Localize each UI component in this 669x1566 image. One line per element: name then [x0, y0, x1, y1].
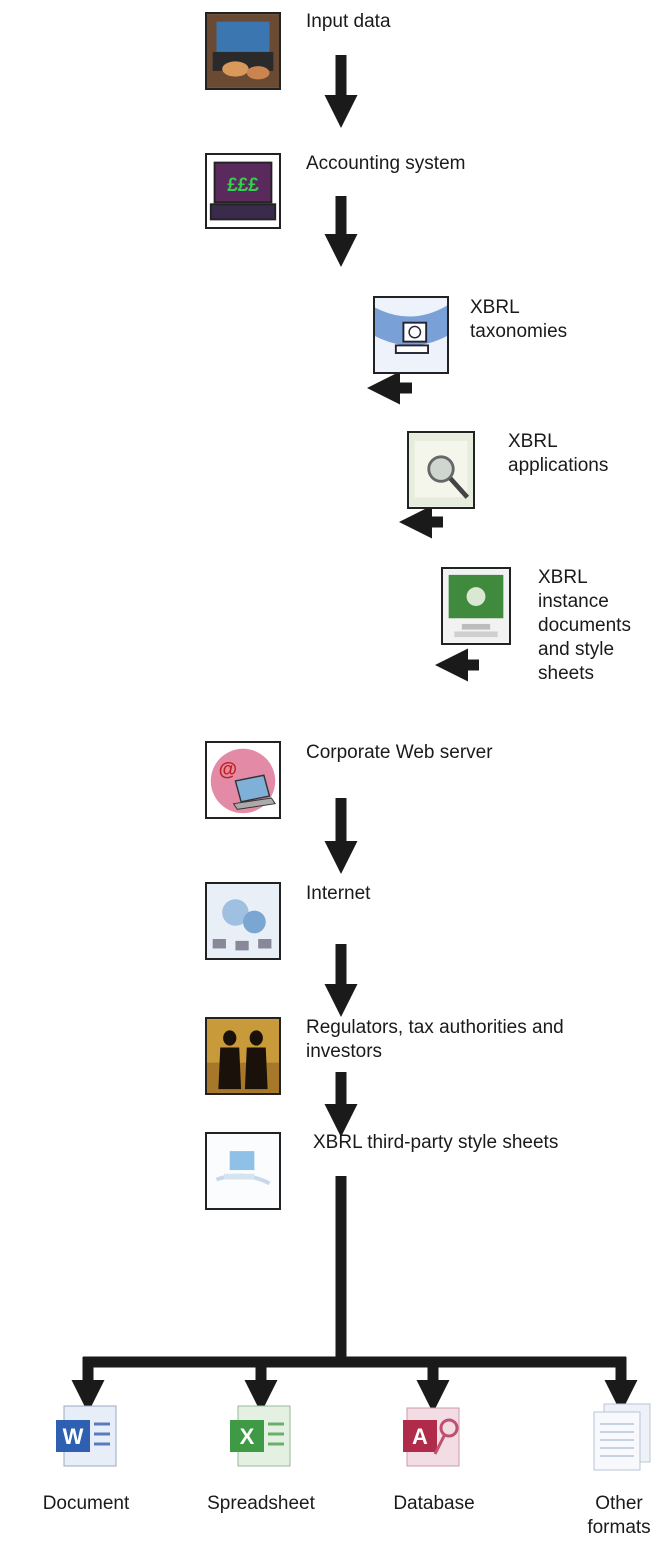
computer-icon: [205, 1132, 281, 1210]
documents-icon: [584, 1398, 660, 1474]
monitor-icon: [441, 567, 511, 645]
svg-text:X: X: [240, 1424, 255, 1449]
step-instance-label: XBRL instance documents and style sheets: [538, 567, 631, 684]
step-accounting-label: Accounting system: [306, 153, 466, 174]
svg-text:A: A: [412, 1424, 428, 1449]
magnifier-icon: [407, 431, 475, 509]
step-thirdparty-label: XBRL third-party style sheets: [313, 1132, 559, 1153]
svg-text:@: @: [219, 759, 237, 780]
laptop-typing-icon: [205, 12, 281, 90]
access-icon: A: [395, 1398, 471, 1474]
step-webserver-label: Corporate Web server: [306, 742, 493, 763]
step-regulators-label: Regulators, tax authorities and investor…: [306, 1017, 564, 1062]
step-applications-label: XBRL applications: [508, 431, 609, 476]
output-spreadsheet-label: Spreadsheet: [207, 1493, 315, 1514]
step-input-label: Input data: [306, 11, 391, 32]
svg-text:W: W: [63, 1424, 84, 1449]
network-icon: [205, 882, 281, 960]
svg-text:£££: £££: [227, 175, 259, 196]
word-icon: W: [50, 1398, 126, 1474]
output-document-label: Document: [42, 1493, 130, 1514]
email-laptop-icon: @: [205, 741, 281, 819]
computer-globe-icon: [373, 296, 449, 374]
step-internet-label: Internet: [306, 883, 371, 904]
handshake-icon: [205, 1017, 281, 1095]
output-database-label: Database: [393, 1493, 475, 1514]
pound-monitor-icon: £££: [205, 153, 281, 229]
step-taxonomies-label: XBRL taxonomies: [470, 297, 568, 342]
output-other-label: Other formats: [587, 1493, 651, 1538]
excel-icon: X: [224, 1398, 300, 1474]
